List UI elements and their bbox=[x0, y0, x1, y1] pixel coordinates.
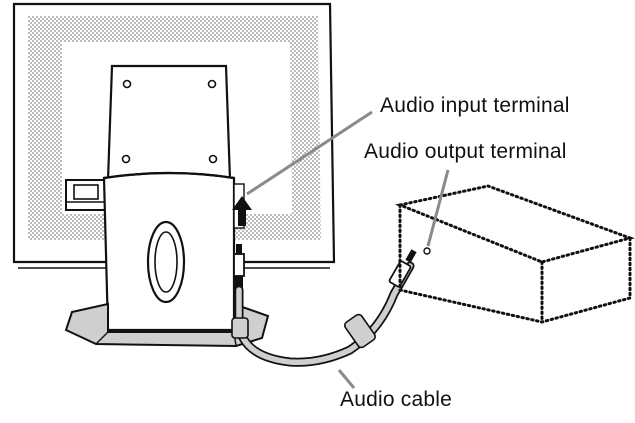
stand-mount-plate bbox=[106, 64, 232, 182]
cable-plug-monitor bbox=[233, 244, 245, 290]
left-connector-panel bbox=[65, 179, 109, 211]
leader-lines bbox=[246, 110, 450, 389]
audio-cable-label: Audio cable bbox=[340, 388, 452, 411]
audio-input-terminal bbox=[232, 183, 252, 229]
audio-device bbox=[394, 184, 635, 324]
audio-cable bbox=[231, 249, 417, 367]
audio-input-terminal-label: Audio input terminal bbox=[380, 94, 570, 117]
audio-output-jack bbox=[423, 247, 431, 255]
monitor-stand bbox=[64, 171, 270, 348]
arrow-up-icon bbox=[232, 196, 252, 226]
audio-output-terminal-label: Audio output terminal bbox=[364, 140, 567, 163]
